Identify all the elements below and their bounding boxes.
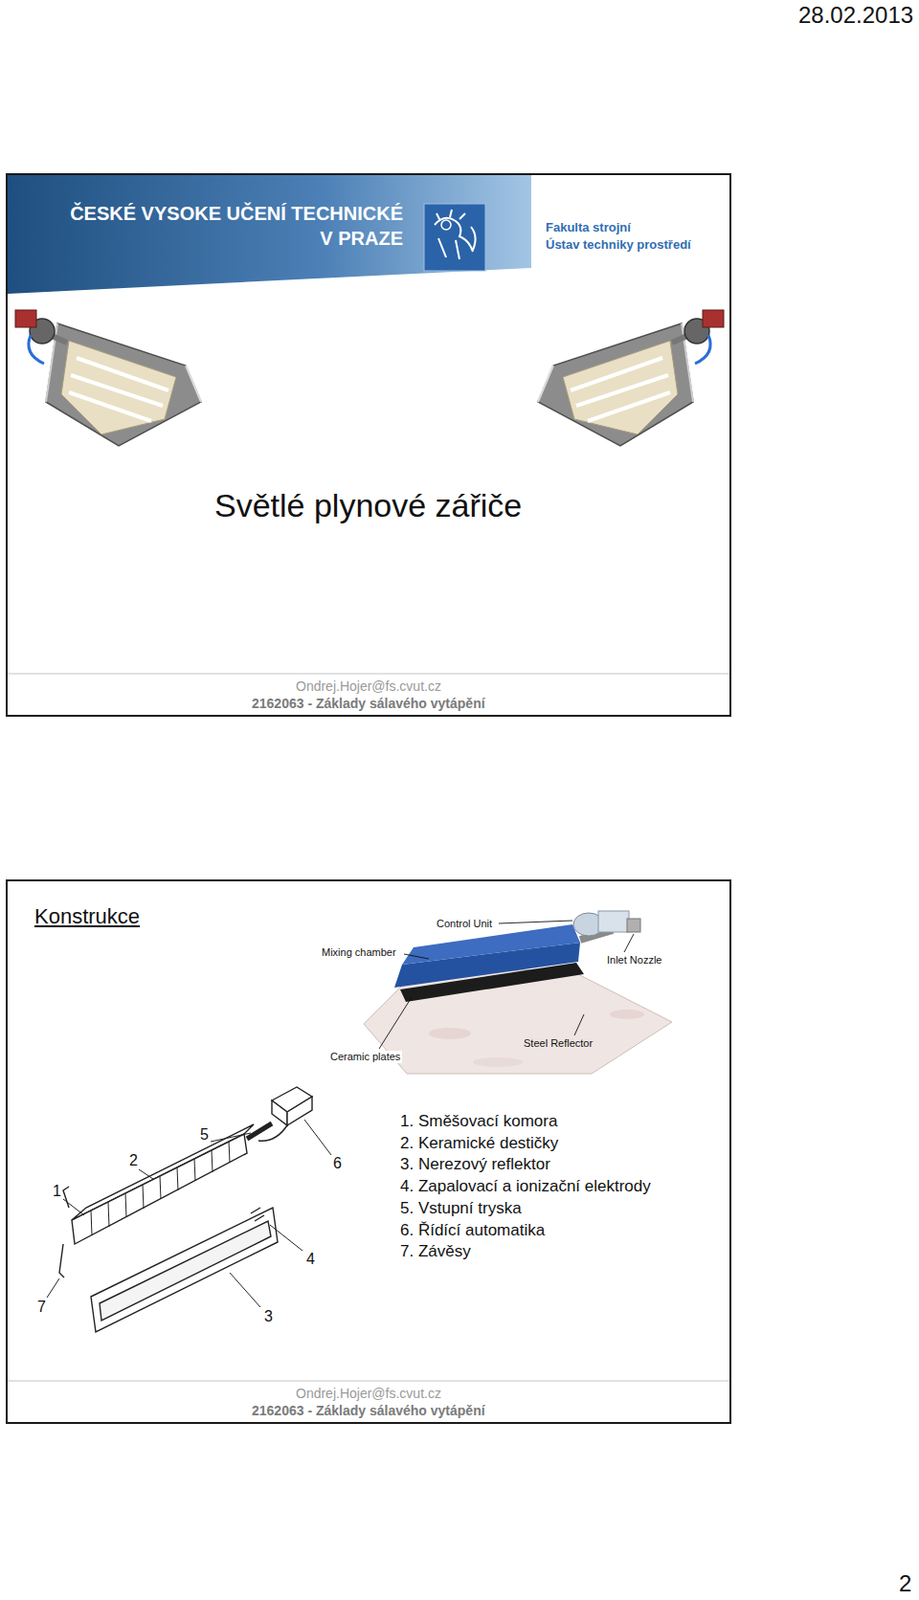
- callout-number: 6: [333, 1154, 342, 1173]
- callout-number: 5: [200, 1125, 209, 1144]
- banner-shape: [7, 175, 532, 294]
- part-list-item: 1. Směšovací komora: [400, 1112, 558, 1132]
- part-list-item: 4. Zapalovací a ionizační elektrody: [400, 1177, 651, 1197]
- part-list-item: 3. Nerezový reflektor: [400, 1155, 551, 1175]
- slide-title: Světlé plynové zářiče: [214, 486, 522, 526]
- part-label: Steel Reflector: [521, 1037, 595, 1051]
- callout-number: 1: [52, 1182, 62, 1201]
- part-list-item: 7. Závěsy: [400, 1242, 471, 1262]
- footer-course: 2162063 - Základy sálavého vytápění: [251, 695, 486, 713]
- part-list-item: 2. Keramické destičky: [400, 1134, 559, 1154]
- university-name: ČESKÉ VYSOKE UČENÍ TECHNICKÉ V PRAZE: [60, 201, 404, 251]
- callout-number: 2: [129, 1151, 138, 1170]
- footer-rule: [7, 673, 730, 675]
- heater-photo-construction: [363, 911, 673, 1075]
- callout-number: 4: [306, 1250, 315, 1269]
- part-list-item: 5. Vstupní tryska: [400, 1199, 522, 1219]
- logo-ground: [424, 203, 486, 271]
- faculty-name: Fakulta strojní: [545, 220, 631, 236]
- heater-photo: [15, 310, 202, 447]
- footer-email: Ondrej.Hojer@fs.cvut.cz: [295, 1386, 442, 1403]
- part-label: Inlet Nozzle: [606, 954, 662, 967]
- university-banner: ČESKÉ VYSOKE UČENÍ TECHNICKÉ V PRAZE: [7, 175, 532, 294]
- part-label: Ceramic plates: [328, 1051, 403, 1064]
- page-number: 2: [898, 1570, 912, 1599]
- callout-number: 3: [264, 1307, 273, 1326]
- date: 28.02.2013: [798, 1, 914, 30]
- part-list-item: 6. Řídící automatika: [400, 1221, 545, 1241]
- part-label: Mixing chamber: [321, 946, 397, 960]
- heater-photo: [537, 310, 724, 447]
- department-name: Ústav techniky prostředí: [545, 237, 692, 253]
- banner-band: [7, 175, 532, 294]
- logo-lion-head: [441, 220, 451, 230]
- part-label: Control Unit: [436, 918, 493, 931]
- footer-rule: [7, 1381, 730, 1383]
- footer-email: Ondrej.Hojer@fs.cvut.cz: [295, 678, 442, 695]
- slide: Ondrej.Hojer@fs.cvut.cz2162063 - Základy…: [5, 173, 732, 718]
- footer-course: 2162063 - Základy sálavého vytápění: [251, 1403, 486, 1420]
- slide-heading: Konstrukce: [34, 904, 140, 930]
- heater-line-drawing: [46, 1087, 332, 1333]
- callout-number: 7: [37, 1298, 46, 1317]
- logo-lion: [434, 209, 476, 260]
